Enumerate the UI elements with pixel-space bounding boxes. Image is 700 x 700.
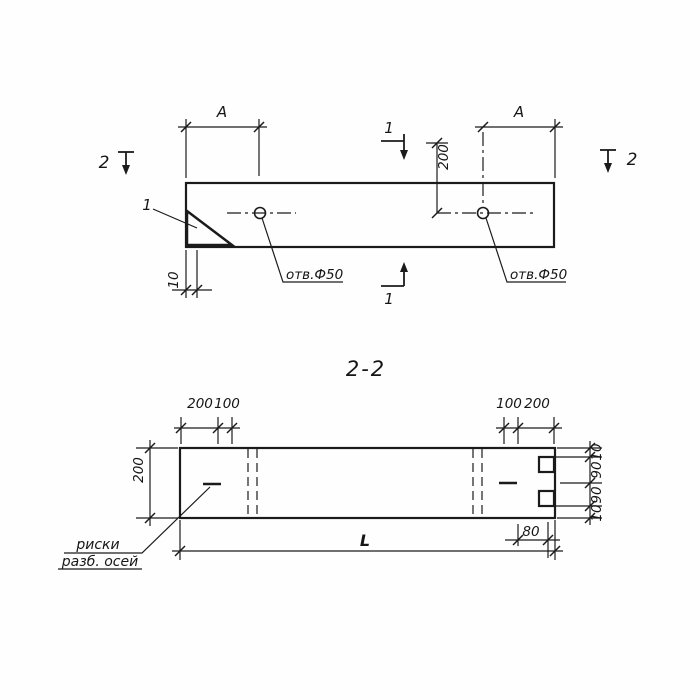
dim-right-10-top-label: 10 xyxy=(589,443,605,460)
dim-10-label: 10 xyxy=(166,271,182,288)
section-mark-1-bottom: 1 xyxy=(381,262,408,308)
plan-view: 1 отв.Ф50 отв.Ф50 A xyxy=(99,103,638,308)
axis-marks-label-line1: риски xyxy=(75,537,119,553)
section-mark-1-top: 1 xyxy=(381,119,408,160)
dim-a-right: A xyxy=(475,103,563,178)
dim-a-right-label: A xyxy=(513,103,524,121)
dim-top-right-200-label: 200 xyxy=(524,396,550,412)
section-view-title: 2-2 xyxy=(346,357,386,381)
section-mark-2-right: 2 xyxy=(600,149,638,173)
section-arrow-down-icon xyxy=(604,163,612,173)
hole-left: отв.Ф50 xyxy=(227,206,343,283)
hole-left-leader xyxy=(261,217,343,283)
section-2-right-label: 2 xyxy=(627,150,638,170)
dim-left-200: 200 xyxy=(131,440,178,526)
dim-a-left: A xyxy=(178,103,267,178)
axis-marks-label-line2: разб. осей xyxy=(61,554,138,570)
dim-right-10-bottom-label: 10 xyxy=(589,504,605,521)
dim-200-label: 200 xyxy=(436,144,452,170)
section-arrow-up-icon xyxy=(400,262,408,272)
section-view: 200 200 100 100 200 xyxy=(58,396,605,570)
dim-top-left-100-label: 100 xyxy=(214,396,240,412)
section-arrow-down-icon xyxy=(400,150,408,160)
annotation-leader xyxy=(64,486,211,554)
hole-left-label: отв.Ф50 xyxy=(286,267,343,283)
dim-top-right-100-label: 100 xyxy=(496,396,522,412)
axis-marks-annotation: риски разб. осей xyxy=(58,486,211,570)
dim-right-90-lower-label: 90 xyxy=(589,486,605,503)
section-mark-2-left: 2 xyxy=(99,151,134,175)
notch-upper xyxy=(537,455,556,474)
dim-left-200-label: 200 xyxy=(131,457,147,483)
hole-right-circle xyxy=(476,206,490,220)
section-outline xyxy=(178,446,557,520)
dim-80-label: 80 xyxy=(522,524,539,540)
section-arrow-down-icon xyxy=(122,165,130,175)
section-1-bottom-label: 1 xyxy=(384,290,394,308)
hole-left-circle xyxy=(253,206,267,220)
detail-callout-leader xyxy=(152,208,198,229)
corner-detail-triangle xyxy=(185,208,236,247)
dim-top-left: 200 100 xyxy=(174,396,240,444)
dim-200-vertical: 200 xyxy=(426,137,452,219)
dim-top-left-200-label: 200 xyxy=(187,396,213,412)
hole-right-leader xyxy=(485,217,566,283)
notch-lower xyxy=(537,489,556,508)
hole-right-label: отв.Ф50 xyxy=(510,267,567,283)
beam-outline xyxy=(184,181,556,249)
dim-a-left-label: A xyxy=(216,103,227,121)
hole-right: отв.Ф50 xyxy=(437,132,567,283)
dim-80: 80 xyxy=(505,522,560,558)
dim-l-label: L xyxy=(360,531,370,550)
section-2-left-label: 2 xyxy=(99,153,110,173)
dim-right-stack: 10 90 90 10 xyxy=(556,441,605,525)
dim-right-90-upper-label: 90 xyxy=(589,461,605,478)
dim-l: L xyxy=(172,520,563,560)
detail-callout-label: 1 xyxy=(142,196,152,214)
section-1-top-label: 1 xyxy=(384,119,394,137)
dim-top-right: 100 200 xyxy=(496,396,562,444)
dim-10: 10 xyxy=(166,250,212,298)
